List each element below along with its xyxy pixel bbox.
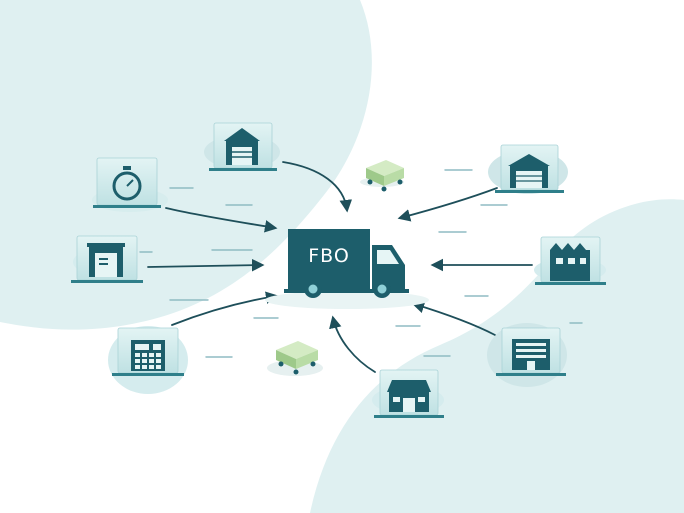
- node-dock-left: [71, 235, 143, 283]
- flow-arrows: [147, 161, 533, 373]
- arrow-from-office: [411, 300, 496, 336]
- dash-decorations: [139, 169, 583, 358]
- arrow-from-timer: [165, 207, 278, 233]
- node-office: [487, 323, 567, 387]
- node-hangar-top-right: [488, 144, 568, 194]
- loading-dock-icon: [87, 243, 125, 277]
- factory-icon: [550, 243, 590, 281]
- storehouse-icon: [387, 380, 431, 412]
- arrow-from-warehouse-top: [282, 161, 353, 213]
- node-timer: [92, 157, 168, 212]
- arrow-from-dock-left: [147, 258, 265, 272]
- cart-bottom: [267, 341, 323, 376]
- node-warehouse-top: [204, 122, 280, 171]
- cart-top: [360, 160, 404, 192]
- cargo-cart-icon: [366, 160, 404, 192]
- arrow-from-hangar: [397, 187, 498, 222]
- truck-label: FBO: [308, 245, 350, 267]
- stopwatch-icon: [112, 166, 142, 201]
- arrow-from-calculator: [171, 291, 279, 326]
- warehouse-icon: [224, 128, 260, 165]
- calculator-icon: [131, 340, 165, 371]
- office-building-icon: [512, 339, 550, 370]
- node-calculator: [108, 326, 188, 394]
- cargo-cart-icon: [276, 341, 318, 375]
- node-factory: [534, 236, 606, 285]
- node-warehouse-bottom: [372, 369, 444, 418]
- hangar-icon: [508, 154, 550, 188]
- arrow-from-warehouse-bottom: [329, 315, 376, 373]
- delivery-truck-icon: FBO: [265, 229, 429, 309]
